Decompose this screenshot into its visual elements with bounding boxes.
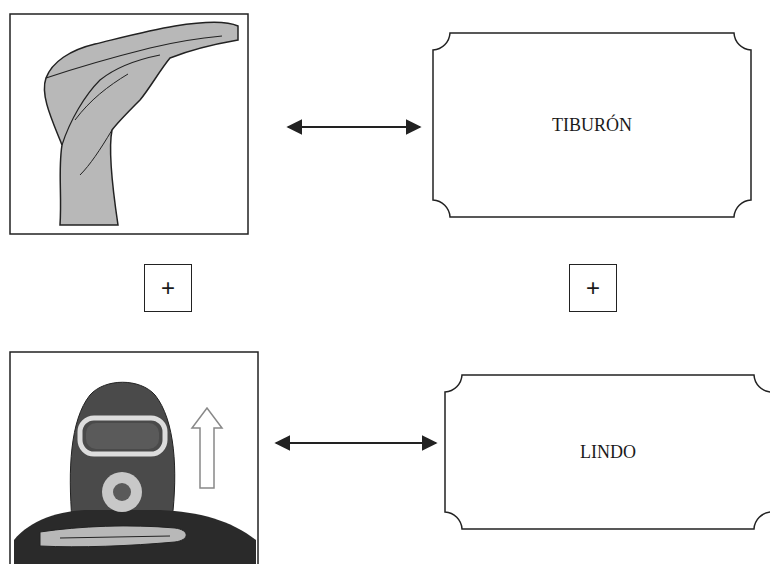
plus-sign: + [161, 274, 175, 302]
double-arrow [276, 442, 436, 444]
double-arrow [288, 126, 420, 128]
word-label: TIBURÓN [552, 115, 632, 136]
label-box: LINDO [444, 374, 770, 530]
word-label: LINDO [580, 442, 636, 463]
hand-sign-picture [10, 14, 248, 234]
plus-box: + [144, 264, 192, 312]
label-box: TIBURÓN [432, 32, 752, 218]
plus-box: + [569, 264, 617, 312]
plus-sign: + [586, 274, 600, 302]
diver-sign-picture [10, 352, 258, 564]
